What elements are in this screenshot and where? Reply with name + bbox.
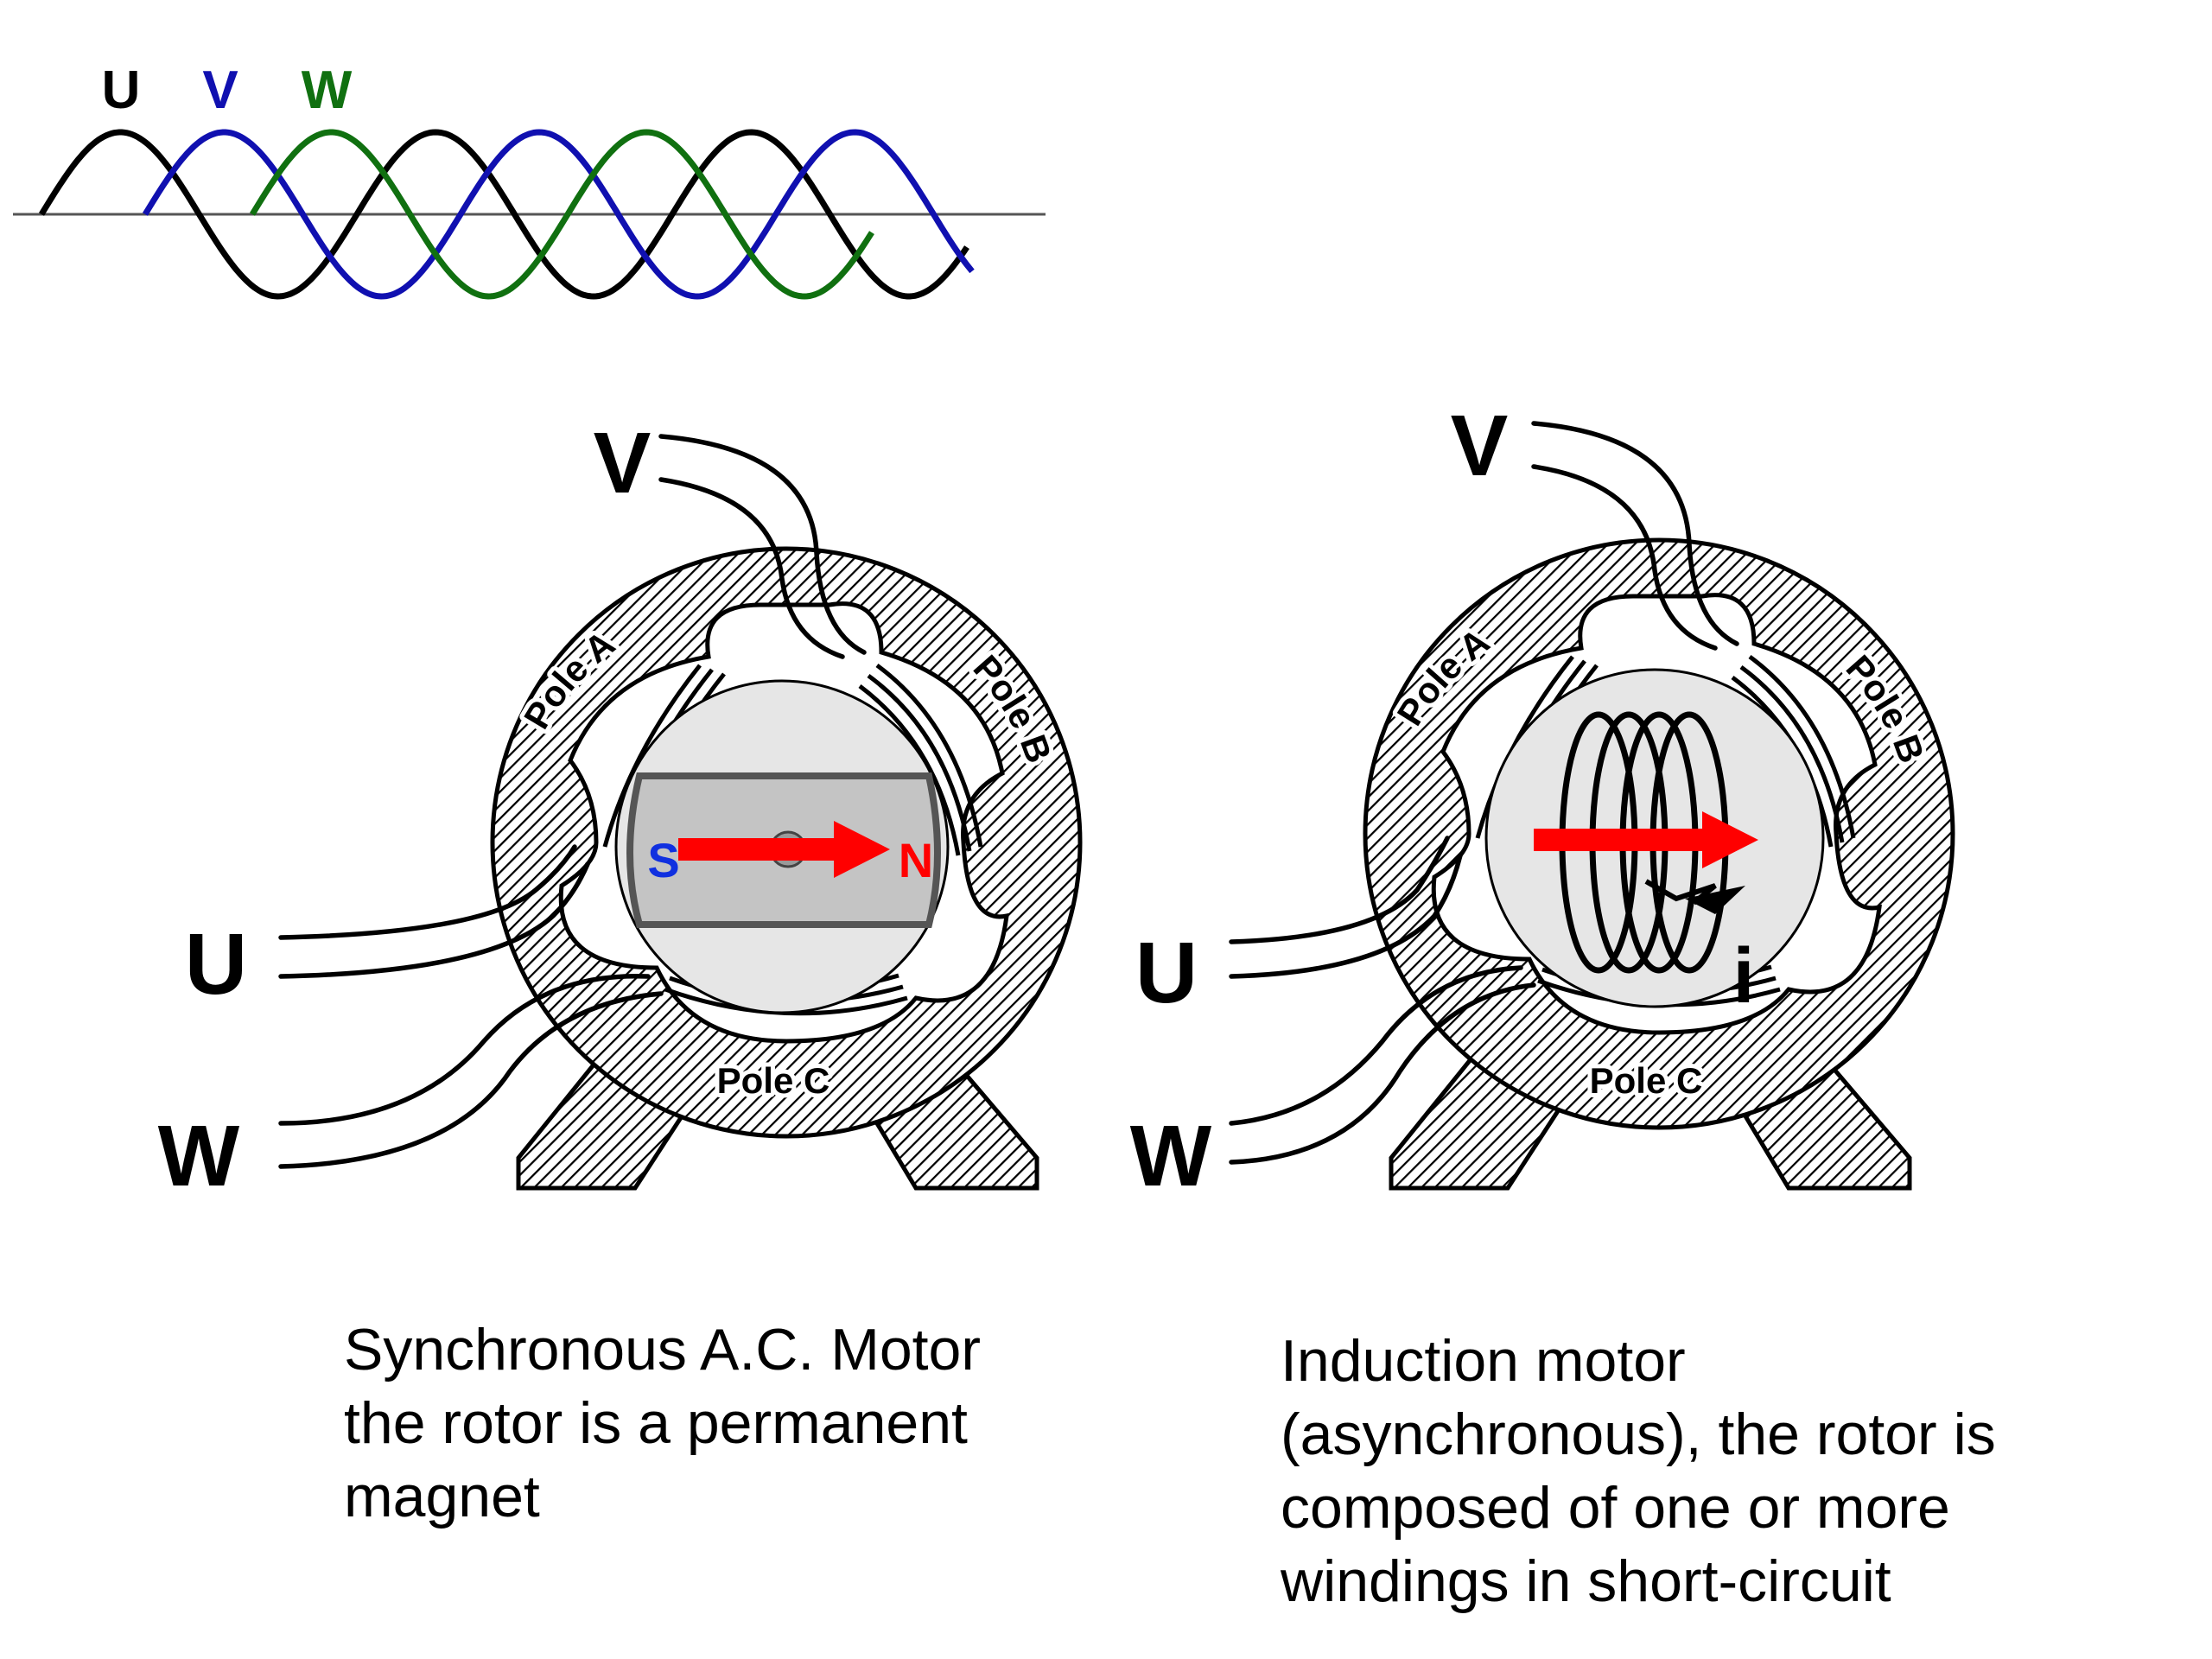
induction-caption: Induction motor (asynchronous), the roto… — [1280, 1328, 2012, 1614]
wave-u — [39, 129, 969, 300]
three-phase-waveform: U V W — [13, 60, 1046, 300]
south-pole-label: S — [647, 833, 679, 887]
pole-b-coil — [858, 663, 983, 856]
pole-c-label: Pole C — [1590, 1060, 1703, 1101]
stator-ring — [1363, 537, 1955, 1130]
terminal-v-label: V — [594, 415, 652, 512]
synchronous-motor: S N Pole A Pole B Pole C V U W — [158, 415, 1083, 1205]
wave-label-u: U — [102, 60, 141, 120]
terminal-v-label: V — [1451, 397, 1509, 494]
terminal-w-label: W — [158, 1108, 240, 1205]
current-label: i — [1732, 933, 1754, 1020]
terminal-u-label: U — [185, 916, 247, 1013]
synchronous-caption: Synchronous A.C. Motor the rotor is a pe… — [344, 1317, 997, 1529]
wave-v — [143, 129, 975, 300]
current-arrow — [1685, 886, 1745, 914]
terminal-u-label: U — [1135, 925, 1198, 1021]
induction-motor: i Pole A Pole B Pole C V U W — [1130, 397, 1955, 1205]
wave-label-w: W — [302, 60, 353, 120]
magnet-field-arrow — [678, 821, 890, 878]
wave-label-v: V — [202, 60, 238, 120]
wave-w — [250, 129, 874, 300]
field-arrow — [1534, 811, 1758, 868]
terminal-w-label: W — [1130, 1108, 1212, 1205]
pole-c-label: Pole C — [717, 1060, 830, 1101]
terminal-wires — [1229, 421, 1739, 1165]
stator-ring — [490, 546, 1083, 1139]
north-pole-label: N — [899, 833, 933, 887]
terminal-wires — [278, 434, 867, 1169]
